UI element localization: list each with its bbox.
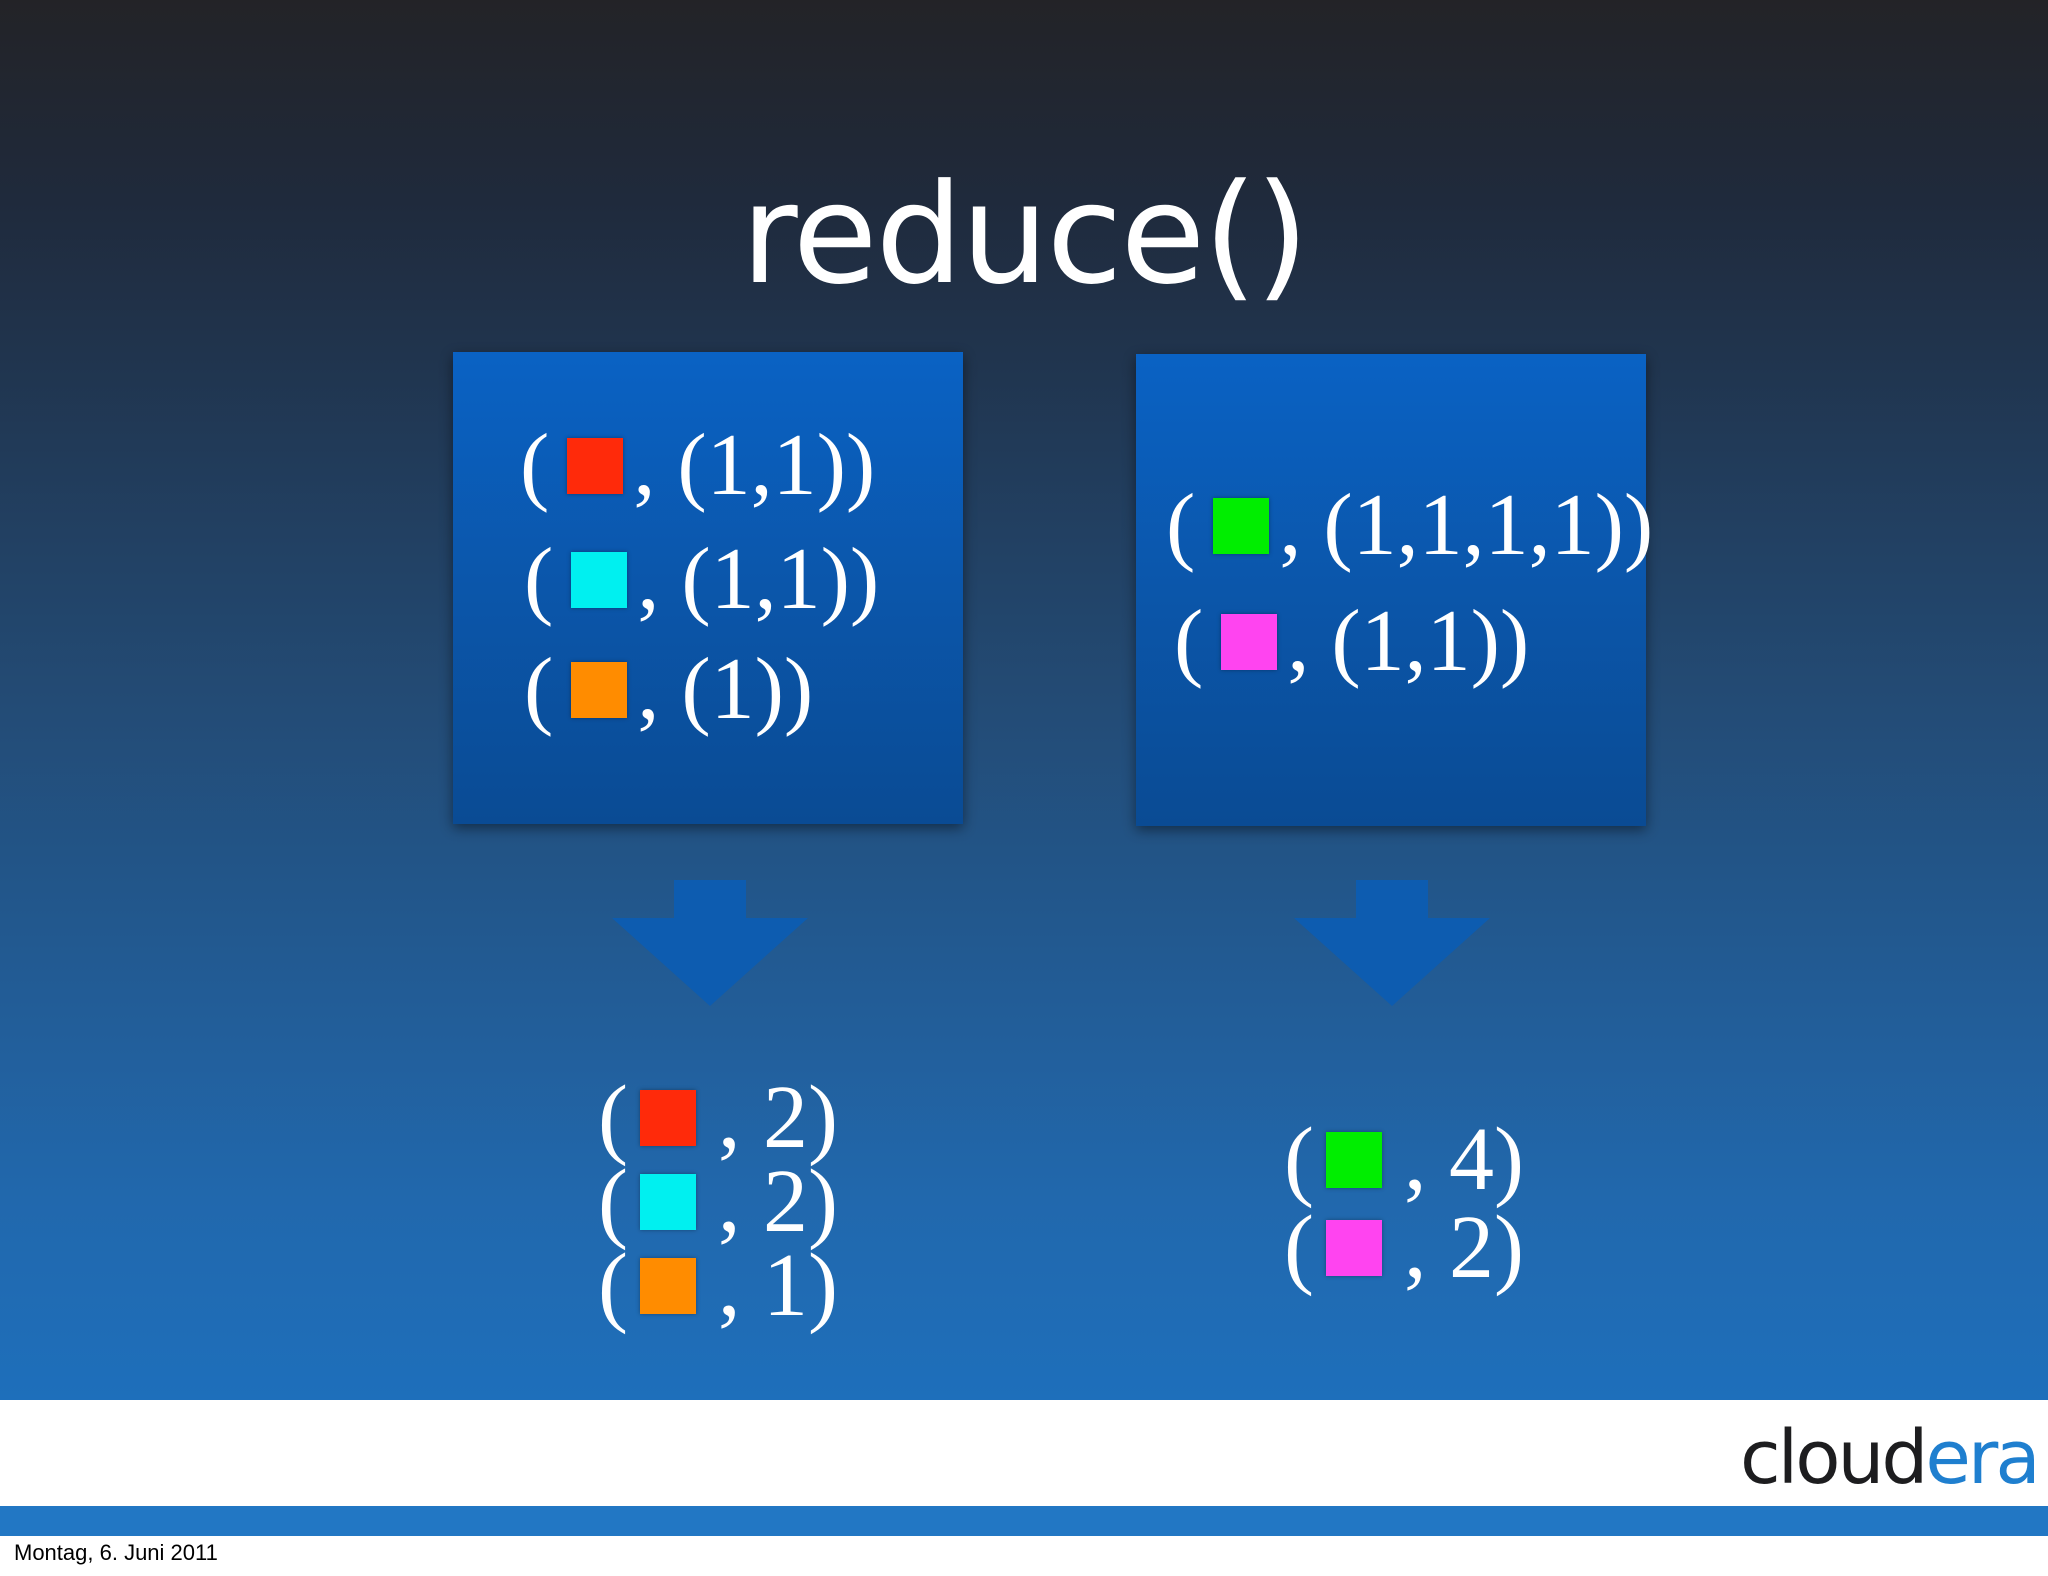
result-pair: ( , 2) <box>1284 1198 1524 1297</box>
key-square-orange <box>571 662 628 718</box>
pair-values: , (1)) <box>637 641 814 738</box>
key-square-red <box>567 438 624 494</box>
result-count: , 2) <box>717 1152 838 1251</box>
open-paren: ( <box>524 641 554 738</box>
footer-band <box>0 1400 2048 1506</box>
footer-stripe <box>0 1506 2048 1536</box>
input-pair: ( , (1,1)) <box>524 530 879 630</box>
pair-values: , (1,1)) <box>1287 593 1530 690</box>
open-paren: ( <box>524 531 554 628</box>
key-square-magenta <box>1325 1220 1382 1276</box>
input-pair: ( , (1,1,1,1)) <box>1166 476 1653 576</box>
pair-values: , (1,1)) <box>637 531 880 628</box>
open-paren: ( <box>598 1152 628 1251</box>
open-paren: ( <box>598 1236 628 1335</box>
result-count: , 2) <box>1403 1198 1524 1297</box>
open-paren: ( <box>520 417 550 514</box>
open-paren: ( <box>598 1068 628 1167</box>
open-paren: ( <box>1284 1198 1314 1297</box>
open-paren: ( <box>1284 1110 1314 1209</box>
result-pair: ( , 4) <box>1284 1110 1524 1209</box>
key-square-cyan <box>639 1174 696 1230</box>
key-square-magenta <box>1221 614 1278 670</box>
logo-part-cloud: cloud <box>1740 1415 1928 1501</box>
result-pair: ( , 2) <box>598 1068 838 1167</box>
input-pair: ( , (1)) <box>524 640 813 740</box>
key-square-cyan <box>571 552 628 608</box>
result-count: , 1) <box>717 1236 838 1335</box>
result-pair: ( , 2) <box>598 1152 838 1251</box>
result-count: , 2) <box>717 1068 838 1167</box>
down-arrow-icon <box>612 880 808 1006</box>
slide-title: reduce() <box>740 154 1309 315</box>
pair-values: , (1,1,1,1)) <box>1279 477 1654 574</box>
key-square-red <box>639 1090 696 1146</box>
key-square-orange <box>639 1258 696 1314</box>
open-paren: ( <box>1166 477 1196 574</box>
down-arrow-icon <box>1294 880 1490 1006</box>
result-pair: ( , 1) <box>598 1236 838 1335</box>
input-pair: ( , (1,1)) <box>520 416 875 516</box>
input-pair: ( , (1,1)) <box>1174 592 1529 692</box>
open-paren: ( <box>1174 593 1204 690</box>
key-square-green <box>1325 1132 1382 1188</box>
footer-date: Montag, 6. Juni 2011 <box>14 1540 218 1565</box>
reduce-input-box-1 <box>453 352 963 824</box>
pair-values: , (1,1)) <box>633 417 876 514</box>
result-count: , 4) <box>1403 1110 1524 1209</box>
logo-part-era: era <box>1925 1415 2040 1501</box>
cloudera-logo: cloudera <box>1740 1415 2041 1501</box>
reduce-input-box-2 <box>1136 354 1646 826</box>
key-square-green <box>1213 498 1270 554</box>
slide: reduce() ( , (1,1)) ( , (1,1)) ( , (1)) … <box>0 0 2048 1401</box>
